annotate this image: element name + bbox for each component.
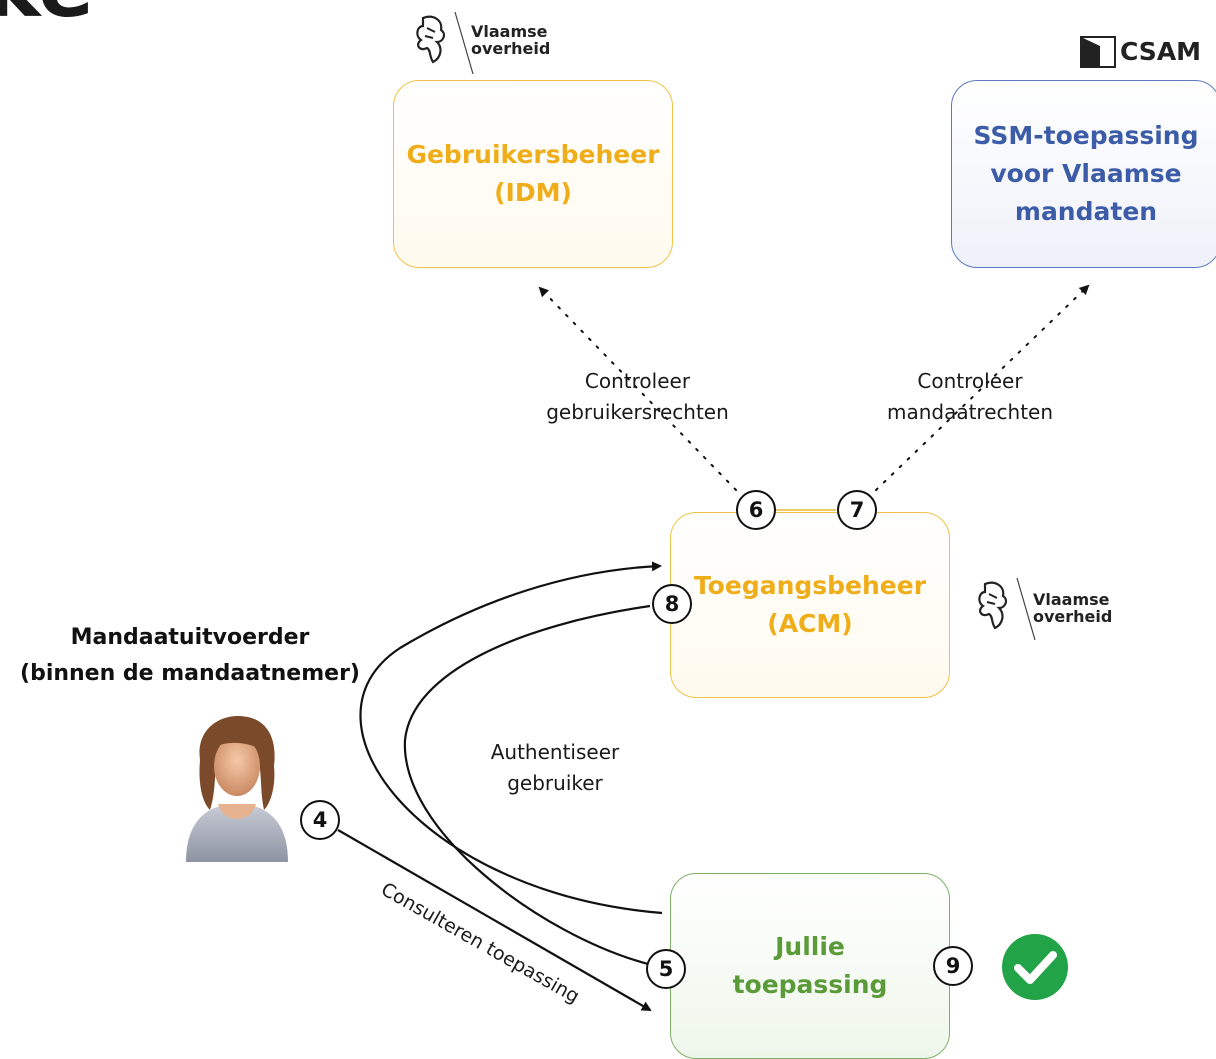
csam-text: CSAM <box>1120 37 1202 66</box>
logo-divider-line <box>454 12 474 74</box>
gebruikersbeheer-label: Gebruikersbeheer (IDM) <box>406 140 660 207</box>
edge-authenticate-redirect <box>359 561 663 915</box>
gebruikersbeheer-box: Gebruikersbeheer (IDM) <box>393 80 673 268</box>
step-4-badge: 4 <box>300 800 340 840</box>
vlaamse-overheid-logo-right: Vlaamse overheid <box>975 578 1135 640</box>
check-user-rights-label: Controleer gebruikersrechten <box>546 369 729 424</box>
step-8-badge: 8 <box>652 584 692 624</box>
edge-check-user-rights <box>538 286 737 491</box>
edge-consult <box>337 829 652 1011</box>
flemish-lion-icon <box>978 581 1008 630</box>
csam-flag-icon <box>1080 36 1116 68</box>
step-6-badge: 6 <box>736 490 776 530</box>
step-5-badge: 5 <box>646 949 686 989</box>
corner-heading-fragment: ke <box>0 0 94 30</box>
toegangsbeheer-box: Toegangsbeheer (ACM) <box>670 512 950 698</box>
vlaamse-overheid-text-top: Vlaamse overheid <box>471 22 551 58</box>
checkmark-icon <box>1002 934 1068 1000</box>
authenticate-user-label: Authentiseer gebruiker <box>490 740 620 795</box>
ssm-toepassing-label: SSM-toepassing voor Vlaamse mandaten <box>973 121 1199 226</box>
ssm-toepassing-box: SSM-toepassing voor Vlaamse mandaten <box>951 80 1216 268</box>
jullie-toepassing-box: Jullie toepassing <box>670 873 950 1059</box>
flemish-lion-icon <box>416 15 446 64</box>
vlaamse-overheid-text-right: Vlaamse overheid <box>1033 590 1113 626</box>
csam-logo: CSAM <box>1080 34 1210 70</box>
edge-authenticate-return <box>403 604 651 966</box>
jullie-toepassing-label: Jullie toepassing <box>732 932 888 999</box>
vlaamse-overheid-logo-top: Vlaamse overheid <box>413 12 573 74</box>
step-7-badge: 7 <box>837 490 877 530</box>
check-mandate-rights-label: Controleer mandaatrechten <box>886 369 1054 424</box>
toegangsbeheer-label: Toegangsbeheer (ACM) <box>693 571 927 638</box>
step-9-badge: 9 <box>933 946 973 986</box>
logo-divider-line <box>1016 578 1036 640</box>
user-avatar-icon <box>186 716 288 862</box>
mandaatuitvoerder-title: Mandaatuitvoerder (binnen de mandaatneme… <box>20 625 360 686</box>
